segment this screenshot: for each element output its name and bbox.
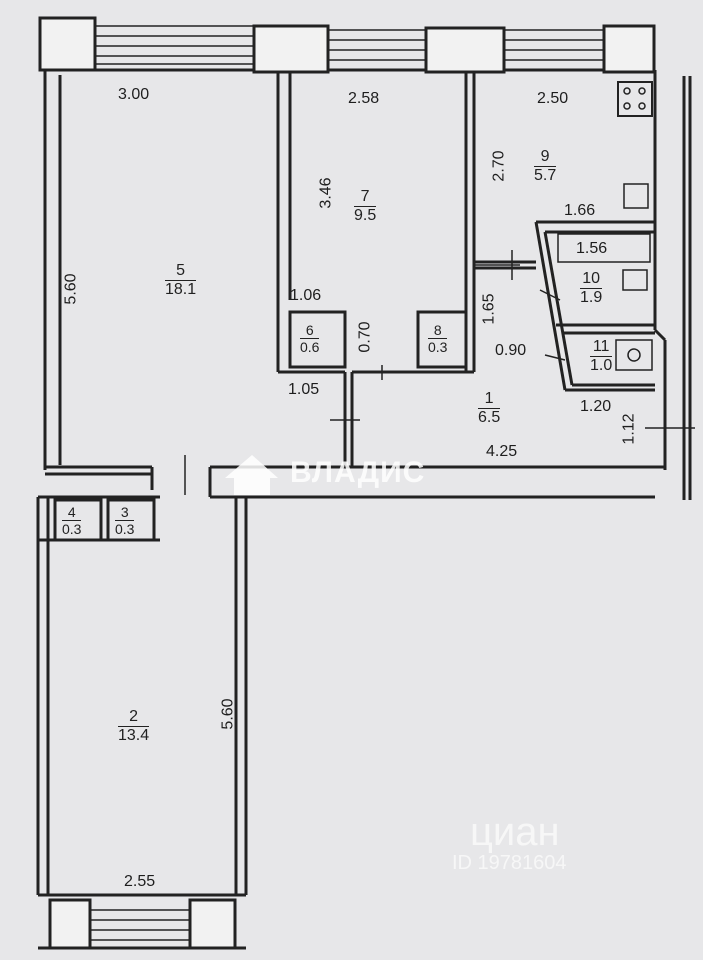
room-5: 5 18.1 xyxy=(165,262,197,298)
dim-4-25: 4.25 xyxy=(486,443,518,460)
dim-1-06: 1.06 xyxy=(290,287,322,304)
dim-5-60-right: 5.60 xyxy=(219,698,237,730)
room-4: 4 0.3 xyxy=(62,504,82,537)
dim-3-00: 3.00 xyxy=(118,86,150,103)
dim-1-20: 1.20 xyxy=(580,398,612,415)
dim-0-90: 0.90 xyxy=(495,342,527,359)
room-6: 6 0.6 xyxy=(300,322,320,355)
cian-watermark: циан xyxy=(470,810,560,854)
room-10: 10 1.9 xyxy=(580,270,603,306)
dim-2-70: 2.70 xyxy=(490,150,508,182)
dim-1-66: 1.66 xyxy=(564,202,596,219)
room-11: 11 1.0 xyxy=(590,338,613,374)
vladis-watermark: ВЛАДИС xyxy=(290,456,426,489)
room-8: 8 0.3 xyxy=(428,322,448,355)
room-3: 3 0.3 xyxy=(115,504,135,537)
dim-2-58: 2.58 xyxy=(348,90,380,107)
dim-3-46: 3.46 xyxy=(317,177,335,209)
dim-2-55: 2.55 xyxy=(124,873,156,890)
dim-1-56: 1.56 xyxy=(576,240,608,257)
house-icon xyxy=(225,455,278,495)
room-9: 9 5.7 xyxy=(534,148,557,184)
room-7: 7 9.5 xyxy=(354,188,377,224)
dim-1-12: 1.12 xyxy=(620,413,638,445)
dim-2-50: 2.50 xyxy=(537,90,569,107)
dim-1-65: 1.65 xyxy=(480,293,498,325)
dim-0-70: 0.70 xyxy=(356,321,374,353)
dim-5-60-left: 5.60 xyxy=(62,273,80,305)
room-2: 2 13.4 xyxy=(118,708,150,744)
cian-id-watermark: ID 19781604 xyxy=(452,852,567,874)
room-1: 1 6.5 xyxy=(478,390,501,426)
dim-1-05: 1.05 xyxy=(288,381,320,398)
